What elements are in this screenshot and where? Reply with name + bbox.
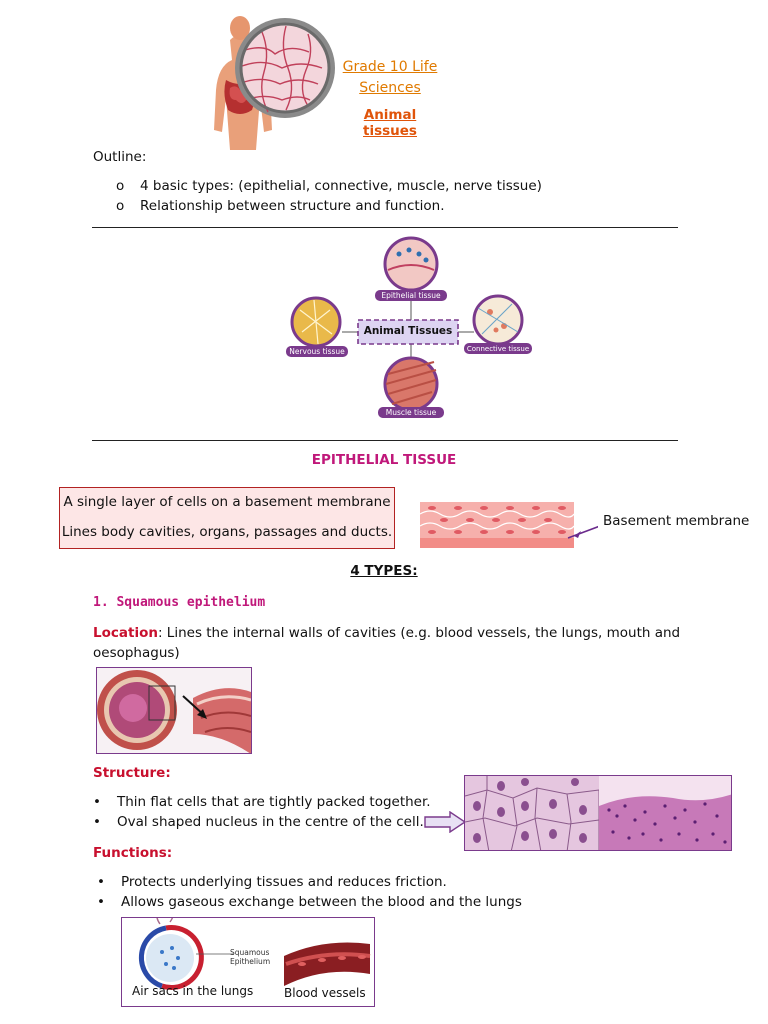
squamous-fig-label-1: Squamous (230, 948, 270, 957)
location-text-2: oesophagus) (93, 645, 180, 661)
squamous-fig-label: Squamous Epithelium (230, 948, 270, 966)
diagram-bottom-label: Muscle tissue (385, 408, 437, 417)
outline-label: Outline: (93, 149, 147, 165)
structure-list: Thin flat cells that are tightly packed … (93, 792, 431, 832)
section-heading: EPITHELIAL TISSUE (311, 452, 457, 468)
air-sacs-label: Air sacs in the lungs (132, 984, 254, 998)
functions-list: Protects underlying tissues and reduces … (97, 872, 522, 912)
squamous-fig-label-2: Epithelium (230, 957, 271, 966)
diagram-center-label: Animal Tissues (363, 325, 453, 337)
blood-vessel-image (96, 667, 252, 754)
types-heading: 4 TYPES: (350, 563, 418, 579)
title-line-1: Grade 10 Life (342, 59, 438, 75)
epithelium-illustration (418, 498, 601, 552)
location-label: Location (93, 625, 158, 641)
basement-membrane-label: Basement membrane (603, 513, 750, 529)
definition-line-2: Lines body cavities, organs, passages an… (61, 524, 393, 540)
function-item: Protects underlying tissues and reduces … (97, 872, 522, 892)
definition-box: A single layer of cells on a basement me… (59, 487, 395, 549)
blood-vessels-label: Blood vessels (284, 986, 366, 1000)
diagram-top-label: Epithelial tissue (381, 291, 441, 300)
title-line-2: Sciences (359, 80, 421, 96)
location-text: : Lines the internal walls of cavities (… (157, 625, 681, 641)
diagram-left-label: Nervous tissue (289, 347, 345, 356)
diagram-right-label: Connective tissue (466, 345, 530, 353)
header-title: Grade 10 Life Sciences (340, 57, 440, 99)
structure-item: Thin flat cells that are tightly packed … (93, 792, 431, 812)
outline-list: 4 basic types: (epithelial, connective, … (116, 176, 542, 216)
arrow-to-cells (424, 810, 467, 834)
squamous-title: 1. Squamous epithelium (93, 595, 266, 610)
structure-label: Structure: (93, 765, 171, 781)
divider (92, 227, 678, 228)
definition-line-1: A single layer of cells on a basement me… (63, 494, 391, 510)
gas-exchange-figure: Squamous Epithelium Air sacs in the lung… (121, 917, 375, 1007)
outline-item: Relationship between structure and funct… (116, 196, 542, 216)
function-item: Allows gaseous exchange between the bloo… (97, 892, 522, 912)
header-illustration (190, 10, 340, 150)
structure-item: Oval shaped nucleus in the centre of the… (93, 812, 431, 832)
tissue-diagram: Animal Tissues Epithelial tissue Nervous… (282, 234, 536, 424)
header-subtitle: Animal tissues (363, 107, 417, 139)
squamous-cells-image (464, 775, 732, 851)
location-line: Location: Lines the internal walls of ca… (93, 623, 680, 643)
divider (92, 440, 678, 441)
outline-item: 4 basic types: (epithelial, connective, … (116, 176, 542, 196)
functions-label: Functions: (93, 845, 173, 861)
